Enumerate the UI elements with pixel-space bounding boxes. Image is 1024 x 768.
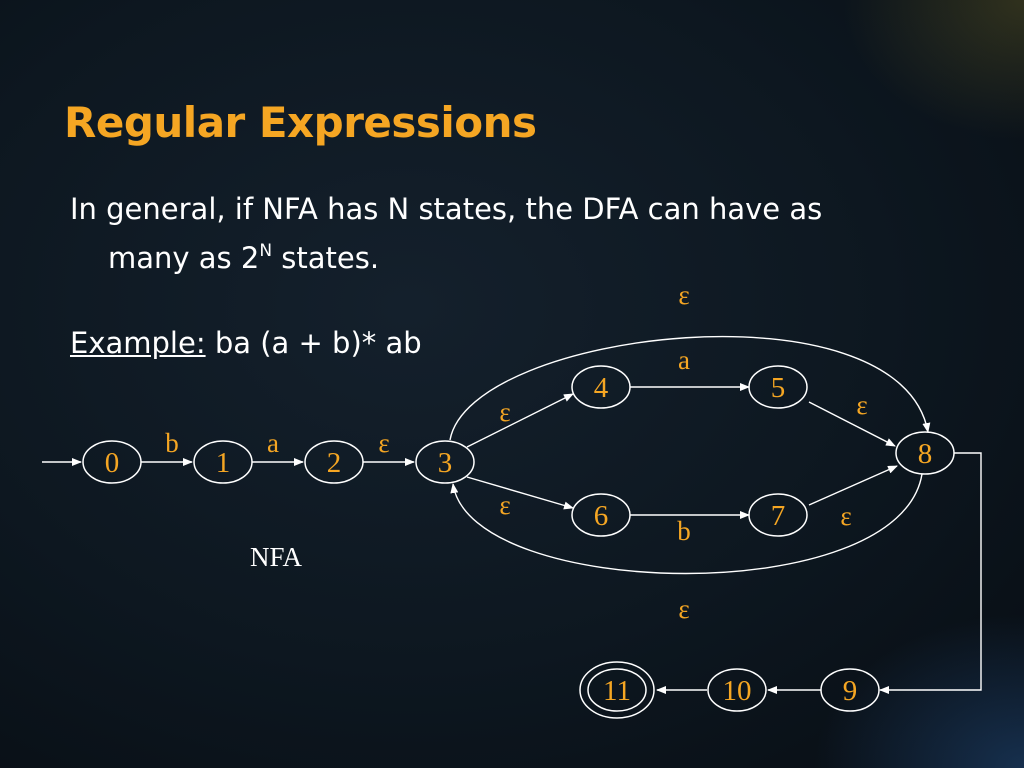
state-5: 5 bbox=[748, 365, 808, 409]
transition-label: ε bbox=[856, 390, 867, 420]
bullet-line-2-pre: many as 2 bbox=[108, 241, 260, 275]
transition-label: ε bbox=[678, 594, 689, 624]
state-label: 10 bbox=[723, 675, 752, 707]
transition-label: ε bbox=[499, 490, 510, 520]
state-circle bbox=[820, 668, 880, 712]
transition-label: ε bbox=[678, 280, 689, 310]
bullet-line-1: In general, if NFA has N states, the DFA… bbox=[70, 192, 823, 226]
state-circle bbox=[193, 440, 253, 484]
state-2: 2 bbox=[304, 440, 364, 484]
state-circle bbox=[415, 440, 475, 484]
state-1: 1 bbox=[193, 440, 253, 484]
state-label: 2 bbox=[327, 447, 342, 479]
state-11: 11 bbox=[579, 661, 655, 719]
state-label: 8 bbox=[918, 438, 933, 470]
state-label: 5 bbox=[771, 372, 786, 404]
transition-label: b bbox=[165, 428, 179, 458]
state-4: 4 bbox=[571, 365, 631, 409]
bullet-superscript: N bbox=[259, 241, 273, 261]
state-label: 3 bbox=[438, 447, 453, 479]
state-label: 11 bbox=[603, 675, 631, 707]
state-0: 0 bbox=[82, 440, 142, 484]
state-circle bbox=[748, 365, 808, 409]
state-circle bbox=[748, 493, 808, 537]
transition-label: ε bbox=[840, 501, 851, 531]
state-3: 3 bbox=[415, 440, 475, 484]
transition-label: ε bbox=[378, 428, 389, 458]
state-label: 9 bbox=[843, 675, 858, 707]
state-label: 4 bbox=[594, 372, 609, 404]
example-line: Example: ba (a + b)* ab bbox=[70, 326, 422, 360]
state-circle bbox=[587, 668, 647, 712]
state-circle bbox=[304, 440, 364, 484]
example-label: Example: bbox=[70, 326, 206, 360]
transition-7-8 bbox=[808, 465, 898, 506]
bullet-text: In general, if NFA has N states, the DFA… bbox=[70, 188, 970, 279]
state-label: 1 bbox=[216, 447, 231, 479]
transition-label: a bbox=[267, 428, 279, 458]
state-circle bbox=[571, 493, 631, 537]
state-10: 10 bbox=[707, 668, 767, 712]
state-circle bbox=[895, 431, 955, 475]
state-circle bbox=[707, 668, 767, 712]
transition-3-6 bbox=[466, 476, 574, 510]
transition-5-8 bbox=[808, 401, 896, 447]
diagram-caption: NFA bbox=[250, 542, 303, 572]
state-7: 7 bbox=[748, 493, 808, 537]
transition-3-8 bbox=[449, 335, 931, 441]
transition-label: ε bbox=[499, 397, 510, 427]
slide-title: Regular Expressions bbox=[64, 98, 537, 147]
state-label: 6 bbox=[594, 500, 609, 532]
state-circle bbox=[82, 440, 142, 484]
transition-label: b bbox=[677, 516, 691, 546]
state-6: 6 bbox=[571, 493, 631, 537]
transition-8-3 bbox=[450, 473, 923, 575]
state-label: 0 bbox=[105, 447, 120, 479]
state-circle bbox=[571, 365, 631, 409]
state-8: 8 bbox=[895, 431, 955, 475]
transition-8-9 bbox=[879, 452, 982, 694]
transition-3-4 bbox=[466, 393, 574, 448]
state-label: 7 bbox=[771, 500, 786, 532]
accepting-ring bbox=[579, 661, 655, 719]
transition-label: a bbox=[678, 345, 690, 375]
example-expression: ba (a + b)* ab bbox=[214, 326, 422, 360]
state-9: 9 bbox=[820, 668, 880, 712]
bullet-line-2-post: states. bbox=[272, 241, 380, 275]
